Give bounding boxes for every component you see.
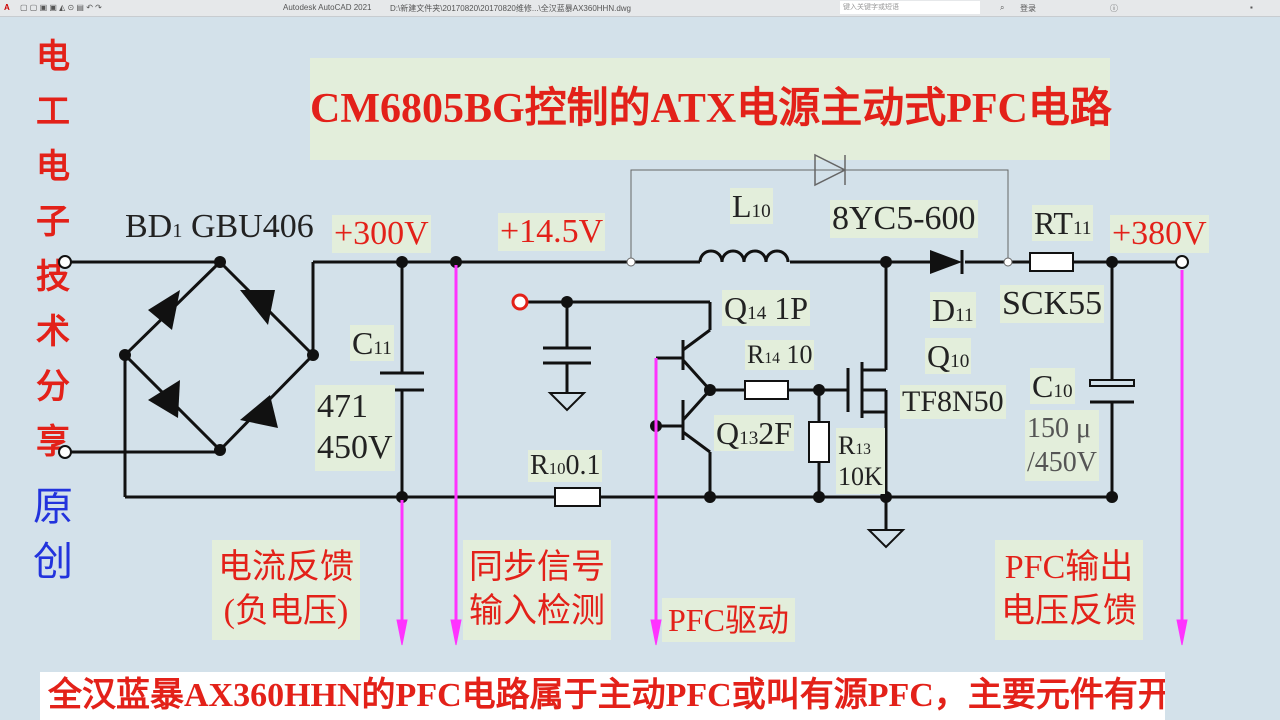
label-q10-part: TF8N50 <box>900 385 1006 419</box>
help-icon[interactable]: ⓘ <box>1110 4 1118 13</box>
label-380v: +380V <box>1110 215 1209 253</box>
label-14-5v: +14.5V <box>498 213 606 251</box>
side-char: 电 <box>36 147 70 187</box>
label-rt11: RT11 <box>1032 205 1094 241</box>
side-char: 分 <box>36 367 70 407</box>
app-logo-icon[interactable]: A <box>4 3 10 12</box>
label-d11: D11 <box>930 292 976 328</box>
side-char-blue: 原 <box>33 484 73 530</box>
subtitle-banner: 全汉蓝暴AX360HHN的PFC电路属于主动PFC或叫有源PFC，主要元件有开关 <box>40 672 1165 720</box>
login-button[interactable]: 登录 <box>1020 4 1036 13</box>
title-bar: A ▢ ▢ ▣ ▣ ◭ ⊙ ▤ ↶ ↷ Autodesk AutoCAD 202… <box>0 0 1280 17</box>
app-title: Autodesk AutoCAD 2021 <box>283 3 372 12</box>
label-300v: +300V <box>332 215 431 253</box>
file-path: D:\新建文件夹\20170820\20170820维修...\全汉蓝暴AX36… <box>390 4 631 13</box>
side-char: 工 <box>36 92 70 132</box>
annotation-pfc-output-feedback: PFC输出电压反馈 <box>995 540 1143 641</box>
side-char: 术 <box>36 312 70 352</box>
diagram-title: CM6805BG控制的ATX电源主动式PFC电路 <box>310 58 1112 160</box>
side-char-blue: 创 <box>33 539 73 585</box>
label-l10: L10 <box>730 188 773 224</box>
label-r10: R100.1 <box>528 450 603 482</box>
label-c10: C10 <box>1030 368 1075 404</box>
label-q14: Q14 1P <box>722 290 811 326</box>
minimize-button[interactable]: ▪ <box>1250 3 1253 12</box>
label-bd1: BD1 GBU406 <box>125 208 314 245</box>
side-char: 电 <box>36 37 70 77</box>
label-r14: R14 10 <box>745 340 815 370</box>
quick-access-toolbar[interactable]: ▢ ▢ ▣ ▣ ◭ ⊙ ▤ ↶ ↷ <box>20 3 102 12</box>
label-c10-value: 150 μ/450V <box>1025 410 1099 482</box>
label-q10: Q10 <box>925 338 972 374</box>
label-rt11-part: SCK55 <box>1000 285 1105 323</box>
label-q13: Q132F <box>714 415 795 451</box>
side-char: 子 <box>36 202 70 242</box>
search-input[interactable]: 键入关键字或短语 <box>840 1 980 14</box>
annotation-sync-input: 同步信号输入检测 <box>463 540 611 641</box>
search-icon[interactable]: ⌕ <box>1000 3 1005 12</box>
label-d11-part: 8YC5-600 <box>830 200 978 238</box>
annotation-current-feedback: 电流反馈(负电压) <box>212 540 360 641</box>
label-c11: C11 <box>350 325 394 361</box>
annotation-pfc-drive: PFC驱动 <box>662 598 795 642</box>
